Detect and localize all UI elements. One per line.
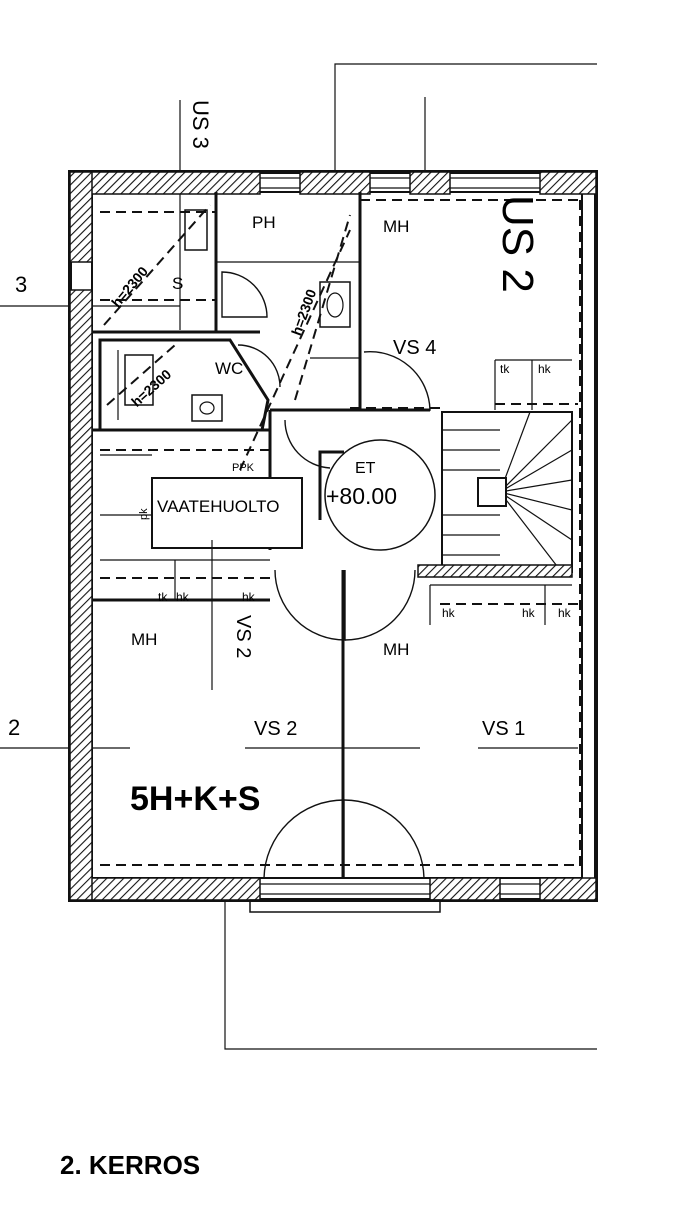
doors xyxy=(221,271,431,879)
outer-walls xyxy=(68,170,598,913)
interior-walls xyxy=(92,192,581,878)
staircase xyxy=(442,411,573,571)
fixtures xyxy=(124,209,351,422)
reference-lines xyxy=(0,63,597,1050)
